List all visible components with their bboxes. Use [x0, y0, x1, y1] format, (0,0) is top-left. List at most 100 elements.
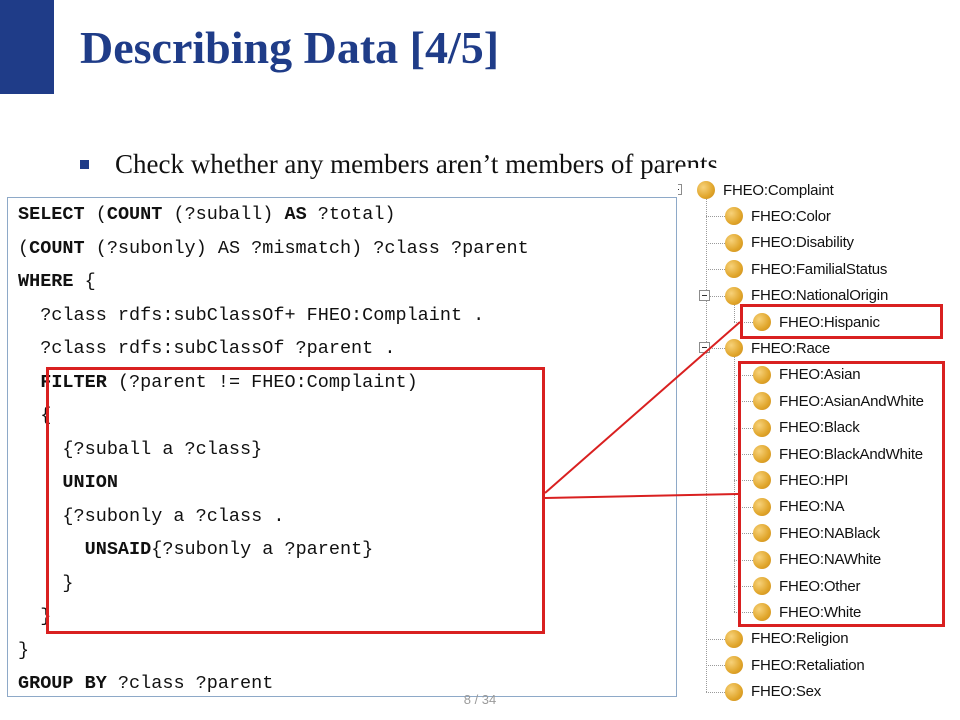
tree-node[interactable]: FHEO:Asian [753, 363, 861, 387]
race-subclasses-highlight [738, 361, 945, 627]
tree-node[interactable]: FHEO:Sex [725, 680, 821, 704]
tree-guide-line [734, 480, 753, 482]
code-keyword: COUNT [106, 204, 163, 225]
tree-node[interactable]: FHEO:NABlack [753, 521, 880, 545]
collapse-toggle[interactable] [699, 289, 710, 301]
code-keyword: UNSAID [84, 539, 152, 560]
class-icon [753, 313, 771, 331]
tree-guide-line [706, 242, 725, 244]
class-icon [753, 577, 771, 595]
tree-node[interactable]: FHEO:AsianAndWhite [753, 389, 924, 413]
code-text: (?parent != FHEO:Complaint) [106, 371, 418, 393]
tree-guide-line [706, 269, 725, 271]
code-keyword: GROUP BY [18, 673, 107, 694]
sparql-query-box: SELECT (COUNT (?suball) AS ?total) ( COUNT… [7, 197, 677, 697]
tree-node[interactable]: FHEO:NationalOrigin [725, 284, 888, 308]
tree-node[interactable]: FHEO:HPI [753, 468, 848, 492]
tree-node[interactable]: FHEO:Color [725, 204, 831, 228]
hispanic-highlight [740, 304, 943, 339]
connector-line-hispanic [544, 321, 741, 494]
code-text: } [18, 639, 30, 661]
code-text: {?suball a ?class} [18, 438, 263, 460]
tree-node[interactable]: FHEO:Retaliation [725, 653, 865, 677]
tree-node-label: FHEO:NAWhite [779, 551, 882, 569]
code-line: {?suball a ?class} [18, 433, 262, 466]
code-text: { [18, 405, 52, 426]
tree-node-label: FHEO:Other [779, 577, 861, 595]
tree-guide-line [706, 638, 725, 640]
code-text: { [73, 271, 96, 292]
square-bullet-icon [80, 159, 89, 169]
tree-node-label: FHEO:Race [751, 339, 831, 357]
class-icon [725, 207, 743, 226]
bullet-text: Check whether any members aren’t members… [115, 148, 719, 179]
tree-node[interactable]: FHEO:Black [753, 416, 860, 440]
tree-node-label: FHEO:AsianAndWhite [779, 392, 924, 410]
code-text: ?class rdfs:subClassOf+ FHEO:Complaint . [18, 304, 485, 326]
tree-node[interactable]: FHEO:Other [753, 574, 861, 598]
code-keyword: UNION [62, 472, 118, 493]
tree-guide-line [734, 401, 753, 403]
code-line: FILTER (?parent != FHEO:Complaint) [18, 366, 418, 399]
code-line: UNSAID{?subonly a ?parent} [18, 533, 374, 566]
code-text: ?class rdfs:subClassOf ?parent . [18, 338, 396, 359]
tree-guide-line [706, 190, 707, 692]
tree-node-label: FHEO:Retaliation [751, 656, 865, 674]
code-keyword: SELECT [18, 204, 85, 225]
tree-node-label: FHEO:BlackAndWhite [779, 445, 923, 463]
tree-guide-line [734, 454, 753, 455]
tree-node-label: FHEO:NABlack [779, 524, 880, 542]
class-icon [725, 286, 743, 305]
code-text: ( [18, 237, 30, 259]
class-icon [753, 603, 771, 622]
tree-node-label: FHEO:NA [779, 498, 845, 516]
class-icon [725, 629, 743, 648]
tree-node[interactable]: FHEO:Hispanic [753, 310, 880, 334]
tree-guide-line [706, 665, 725, 667]
tree-guide-line [734, 506, 753, 508]
tree-node-label: FHEO:Religion [751, 630, 849, 648]
tree-guide-line [734, 322, 753, 323]
code-line: SELECT (COUNT (?suball) AS ?total) [18, 198, 396, 231]
code-text: ?total) [306, 204, 396, 225]
tree-node[interactable]: FHEO:FamilialStatus [725, 257, 887, 281]
tree-node[interactable]: FHEO:BlackAndWhite [753, 442, 923, 466]
code-line: } [18, 634, 29, 667]
tree-guide-line [734, 586, 753, 587]
title-accent-bar [0, 0, 54, 94]
tree-node-label: FHEO:HPI [779, 471, 849, 489]
tree-guide-line [734, 427, 753, 429]
class-icon [753, 497, 771, 516]
tree-node[interactable]: FHEO:Complaint [697, 178, 834, 202]
tree-node-label: FHEO:White [779, 603, 862, 621]
tree-node[interactable]: FHEO:NA [753, 495, 844, 519]
code-text: (?subonly) AS ?mismatch) ?class ?parent [84, 237, 529, 259]
tree-node-label: FHEO:Sex [751, 683, 822, 701]
class-icon [753, 524, 771, 543]
code-line: { [18, 399, 51, 432]
tree-node[interactable]: FHEO:White [753, 600, 861, 624]
tree-guide-line [734, 559, 753, 561]
tree-node[interactable]: FHEO:NAWhite [753, 548, 881, 572]
code-text: {?subonly a ?class . [18, 505, 285, 527]
code-line: ?class rdfs:subClassOf+ FHEO:Complaint . [18, 299, 484, 332]
tree-node-label: FHEO:FamilialStatus [751, 260, 888, 278]
class-icon [725, 682, 743, 701]
tree-node-label: FHEO:Complaint [723, 181, 834, 199]
code-text: ?class ?parent [106, 673, 274, 694]
tree-node-label: FHEO:NationalOrigin [751, 287, 889, 305]
tree-node[interactable]: FHEO:Religion [725, 627, 849, 651]
code-line: UNION [18, 466, 118, 499]
tree-node[interactable]: FHEO:Race [725, 336, 830, 360]
class-icon [753, 392, 771, 411]
slide-title: Describing Data [4/5] [80, 22, 500, 73]
tree-node-label: FHEO:Color [751, 207, 831, 225]
class-icon [725, 233, 743, 252]
code-keyword: AS [284, 204, 307, 225]
tree-guide-line [734, 374, 753, 376]
tree-node-label: FHEO:Black [779, 419, 860, 437]
tree-node[interactable]: FHEO:Disability [725, 231, 854, 255]
collapse-toggle[interactable] [678, 184, 682, 195]
